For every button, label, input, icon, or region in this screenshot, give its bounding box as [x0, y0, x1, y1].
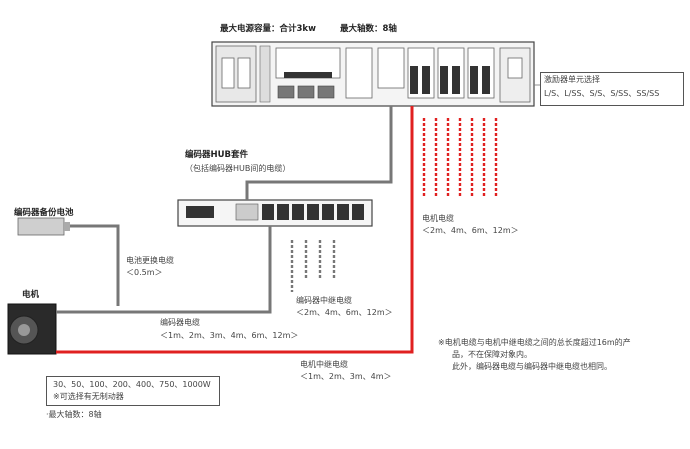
motor-icon	[7, 303, 57, 355]
encoder-relay-cables	[290, 240, 336, 292]
motor-spec-box: 30、50、100、200、400、750、1000W ※可选择有无制动器	[46, 376, 220, 406]
encoder-hub-title: 编码器HUB套件	[185, 150, 248, 160]
motor-cable-title: 电机电缆	[422, 214, 454, 223]
encoder-cable-lengths: ＜1m、2m、3m、4m、6m、12m＞	[160, 331, 299, 340]
controller-unit	[211, 41, 535, 107]
encoder-relay-title: 编码器中继电缆	[296, 296, 352, 305]
motor-cable-lengths: ＜2m、4m、6m、12m＞	[422, 226, 519, 235]
encoder-relay-lengths: ＜2m、4m、6m、12m＞	[296, 308, 393, 317]
motor-relay-cables	[422, 118, 498, 196]
motor-title: 电机	[22, 290, 40, 300]
battery-icon	[17, 217, 70, 236]
encoder-hub	[177, 199, 373, 227]
header-axes: 最大轴数：8轴	[340, 24, 397, 34]
battery-title: 编码器备份电池	[14, 208, 74, 218]
encoder-hub-subtitle: （包括编码器HUB间的电缆）	[185, 164, 291, 173]
motor-watts: 30、50、100、200、400、750、1000W	[53, 380, 211, 389]
note-line-1: ※电机电缆与电机中继电缆之间的总长度超过16m的产	[438, 338, 631, 347]
encoder-cable-title: 编码器电缆	[160, 318, 200, 327]
amp-selection-options: L/S、L/SS、S/S、S/SS、SS/SS	[544, 89, 660, 98]
header-power: 最大电源容量：合计3kw	[220, 24, 316, 34]
motor-max-axes: ·最大轴数：8轴	[46, 410, 102, 419]
note-line-2: 品，不在保障对象内。	[452, 350, 532, 359]
amp-selection-box: 激励器单元选择 L/S、L/SS、S/S、S/SS、SS/SS	[540, 72, 684, 106]
note-line-3: 此外，编码器电缆与编码器中继电缆也相同。	[452, 362, 612, 371]
amp-selection-title: 激励器单元选择	[544, 75, 600, 84]
battery-cable-lengths: ＜0.5m＞	[126, 268, 163, 277]
battery-cable-title: 电池更换电缆	[126, 256, 174, 265]
motor-relay-lengths: ＜1m、2m、3m、4m＞	[300, 372, 392, 381]
motor-brake: ※可选择有无制动器	[53, 392, 124, 401]
motor-relay-title: 电机中继电缆	[300, 360, 348, 369]
